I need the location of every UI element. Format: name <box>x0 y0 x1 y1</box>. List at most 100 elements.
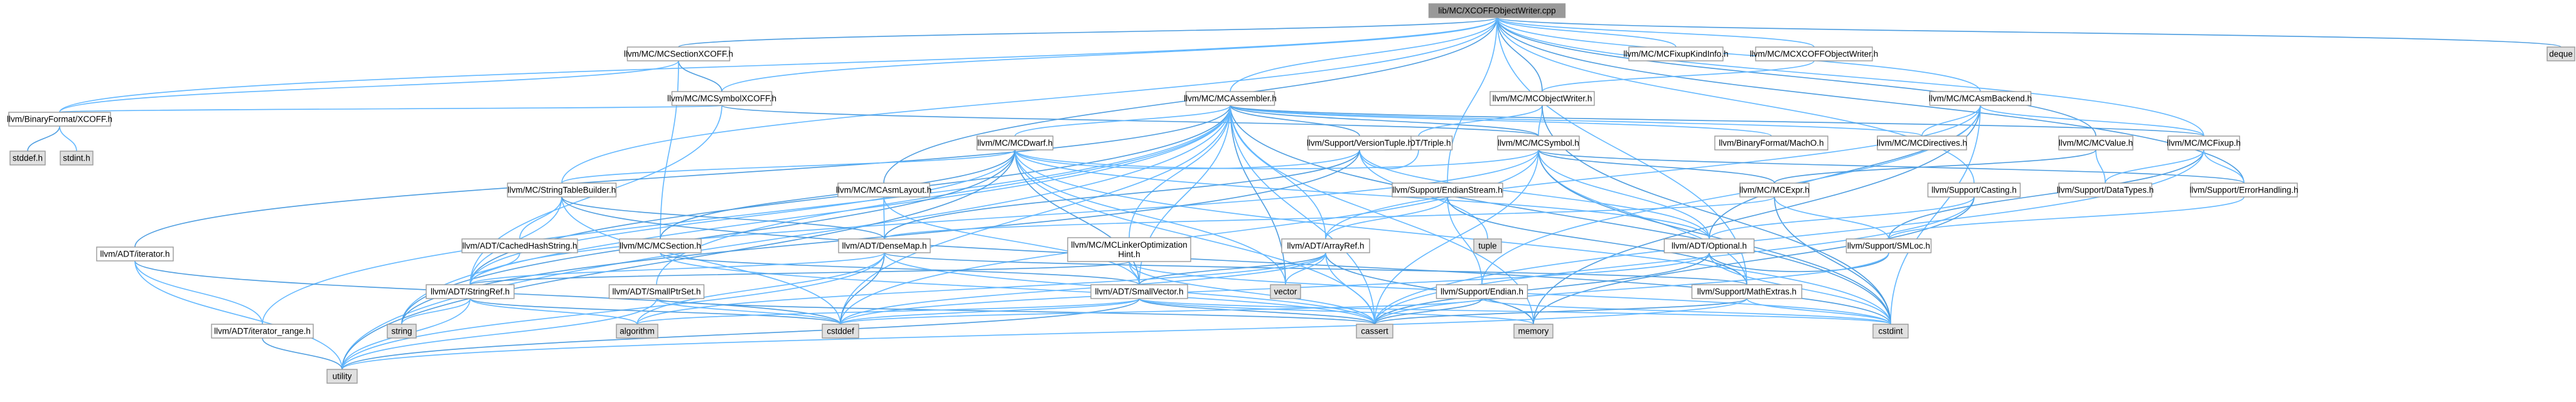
edge-asmbackend-to-mcfixup <box>1980 105 2204 137</box>
node-optional[interactable]: llvm/ADT/Optional.h <box>1663 238 1755 253</box>
edge-mcdwarf-to-optional <box>1014 149 1710 240</box>
edge-errorhandling-to-smloc <box>1888 196 2245 240</box>
edge-smloc-to-cassert <box>1374 252 1889 325</box>
edge-binxcoff-to-stddef <box>27 125 60 152</box>
node-box-densemap <box>838 238 931 253</box>
node-asmlayout[interactable]: llvm/MC/MCAsmLayout.h <box>836 182 931 198</box>
node-smloc[interactable]: llvm/Support/SMLoc.h <box>1845 238 1932 253</box>
edge-mathextras-to-cassert <box>1374 298 1747 325</box>
node-box-symbolxcoff <box>671 91 773 106</box>
node-cstddef: cstddef <box>822 324 859 339</box>
edge-root-to-mcvalue <box>1496 17 2096 137</box>
node-box-asmbackend <box>1929 91 2032 106</box>
node-endianstream[interactable]: llvm/Support/EndianStream.h <box>1392 182 1503 198</box>
node-mcsymbol[interactable]: llvm/MC/MCSymbol.h <box>1497 135 1580 151</box>
edge-strtab-to-cstddef <box>561 196 841 325</box>
node-box-smloc <box>1845 238 1932 253</box>
edge-optional-to-cassert <box>1374 252 1710 325</box>
node-box-mcvalue <box>2058 135 2133 151</box>
node-label-cstddef: cstddef <box>827 327 854 336</box>
node-casting[interactable]: llvm/Support/Casting.h <box>1927 182 2021 198</box>
node-box-root <box>1428 3 1566 18</box>
edge-mcsymbol-to-optional <box>1538 149 1710 240</box>
node-label-linkeropt: Hint.h <box>1118 250 1140 259</box>
node-iterrange[interactable]: llvm/ADT/iterator_range.h <box>211 324 314 339</box>
node-box-vector <box>1270 284 1301 299</box>
node-arrayref[interactable]: llvm/ADT/ArrayRef.h <box>1281 238 1370 253</box>
node-cachedhash[interactable]: llvm/ADT/CachedHashString.h <box>461 238 578 253</box>
node-box-iterator <box>96 246 174 262</box>
node-binxcoff[interactable]: llvm/BinaryFormat/XCOFF.h <box>7 112 112 127</box>
edge-layer <box>27 17 2562 370</box>
node-objectwriter[interactable]: llvm/MC/MCObjectWriter.h <box>1489 91 1595 106</box>
node-smallptrset[interactable]: llvm/ADT/SmallPtrSet.h <box>608 284 705 299</box>
node-box-strtab <box>507 182 617 198</box>
edge-asmbackend-to-directives <box>1921 105 1981 137</box>
node-assembler[interactable]: llvm/MC/MCAssembler.h <box>1184 91 1277 106</box>
node-endian[interactable]: llvm/Support/Endian.h <box>1436 284 1528 299</box>
edge-arrayref-to-cstddef <box>840 252 1326 325</box>
node-mcvalue[interactable]: llvm/MC/MCValue.h <box>2058 135 2133 151</box>
node-label-endianstream: llvm/Support/EndianStream.h <box>1392 186 1503 195</box>
node-box-string <box>387 324 417 339</box>
node-label-versiontuple: llvm/Support/VersionTuple.h <box>1307 139 1412 148</box>
node-errorhandling[interactable]: llvm/Support/ErrorHandling.h <box>2189 182 2299 198</box>
node-box-arrayref <box>1281 238 1370 253</box>
edge-smloc-to-optional <box>1709 252 1889 272</box>
edge-mcsymbol-to-stringref <box>470 149 1539 285</box>
node-label-stddef: stddef.h <box>13 154 43 163</box>
node-fixupkind[interactable]: llvm/MC/MCFixupKindInfo.h <box>1623 46 1729 61</box>
node-macho[interactable]: llvm/BinaryFormat/MachO.h <box>1714 135 1828 151</box>
node-datatypes[interactable]: llvm/Support/DataTypes.h <box>2057 182 2154 198</box>
node-root[interactable]: lib/MC/XCOFFObjectWriter.cpp <box>1428 3 1566 18</box>
node-directives[interactable]: llvm/MC/MCDirectives.h <box>1877 135 1967 151</box>
edge-root-to-xcoffow <box>1496 17 1815 48</box>
node-string: string <box>387 324 417 339</box>
node-iterator[interactable]: llvm/ADT/iterator.h <box>96 246 174 262</box>
node-densemap[interactable]: llvm/ADT/DenseMap.h <box>838 238 931 253</box>
node-stringref[interactable]: llvm/ADT/StringRef.h <box>426 284 515 299</box>
node-box-objectwriter <box>1489 91 1595 106</box>
node-label-binxcoff: llvm/BinaryFormat/XCOFF.h <box>7 115 112 124</box>
edge-endianstream-to-endian <box>1447 196 1483 285</box>
edge-mcvalue-to-mcexpr <box>1774 149 2096 184</box>
node-smallvector[interactable]: llvm/ADT/SmallVector.h <box>1090 284 1188 299</box>
node-mcsection[interactable]: llvm/MC/MCSection.h <box>619 238 702 253</box>
node-symbolxcoff[interactable]: llvm/MC/MCSymbolXCOFF.h <box>667 91 776 106</box>
edge-mathextras-to-utility <box>341 298 1747 370</box>
node-box-memory <box>1513 324 1554 339</box>
node-mcfixup[interactable]: llvm/MC/MCFixup.h <box>2167 135 2241 151</box>
node-label-xcoffow: llvm/MC/MCXCOFFObjectWriter.h <box>1750 50 1879 59</box>
edge-assembler-to-memory <box>1230 105 1534 325</box>
node-vector: vector <box>1270 284 1301 299</box>
node-xcoffow[interactable]: llvm/MC/MCXCOFFObjectWriter.h <box>1750 46 1879 61</box>
node-mcdwarf[interactable]: llvm/MC/MCDwarf.h <box>976 135 1054 151</box>
edge-densemap-to-utility <box>341 252 885 370</box>
edge-mcsymbol-to-mathextras <box>1538 149 1747 285</box>
node-label-arrayref: llvm/ADT/ArrayRef.h <box>1287 241 1364 251</box>
node-asmbackend[interactable]: llvm/MC/MCAsmBackend.h <box>1929 91 2032 106</box>
node-strtab[interactable]: llvm/MC/StringTableBuilder.h <box>507 182 617 198</box>
edge-linkeropt-to-cassert <box>1129 261 1375 325</box>
node-label-asmbackend: llvm/MC/MCAsmBackend.h <box>1929 94 2032 103</box>
edge-endian-to-cassert <box>1374 298 1483 325</box>
node-mcexpr[interactable]: llvm/MC/MCExpr.h <box>1739 182 1810 198</box>
node-versiontuple[interactable]: llvm/Support/VersionTuple.h <box>1307 135 1412 151</box>
node-mathextras[interactable]: llvm/Support/MathExtras.h <box>1691 284 1803 299</box>
edge-sectionxcoff-to-symbolxcoff <box>678 60 722 92</box>
edge-root-to-mcfixup <box>1496 17 2204 137</box>
edge-linkeropt-to-stringref <box>470 261 1130 285</box>
node-label-mathextras: llvm/Support/MathExtras.h <box>1697 287 1796 297</box>
edge-root-to-errorhandling <box>1496 17 2245 184</box>
edge-mcsection-to-cassert <box>660 252 1375 325</box>
edge-densemap-to-mathextras <box>884 252 1747 285</box>
edge-assembler-to-mcfixup <box>1230 105 2204 137</box>
node-sectionxcoff[interactable]: llvm/MC/MCSectionXCOFF.h <box>624 46 733 61</box>
node-label-errorhandling: llvm/Support/ErrorHandling.h <box>2189 186 2298 195</box>
edge-smallvector-to-utility <box>341 298 1140 370</box>
node-box-mcexpr <box>1739 182 1810 198</box>
node-box-directives <box>1877 135 1967 151</box>
node-cstdint: cstdint <box>1872 324 1909 339</box>
node-label-assembler: llvm/MC/MCAssembler.h <box>1184 94 1277 103</box>
